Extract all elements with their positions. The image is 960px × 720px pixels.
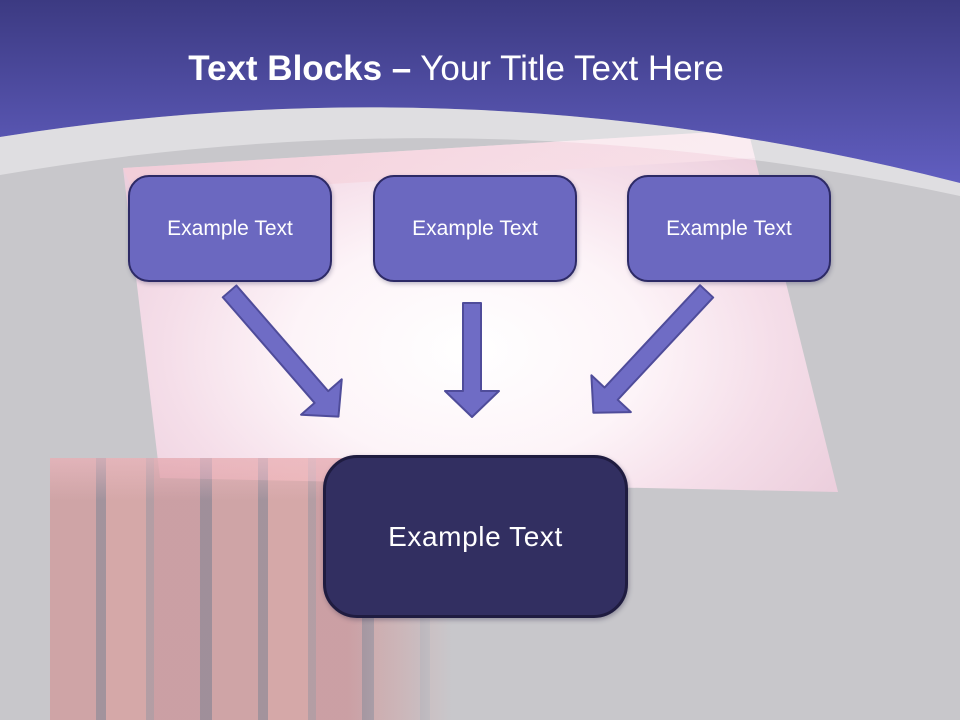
text-block-1: Example Text xyxy=(128,175,332,282)
center-text-block: Example Text xyxy=(323,455,628,618)
text-block-1-label: Example Text xyxy=(167,216,293,240)
text-block-2-label: Example Text xyxy=(412,216,538,240)
text-block-3-label: Example Text xyxy=(666,216,792,240)
header-curve xyxy=(0,0,960,196)
arrow-down-icon xyxy=(444,302,500,418)
text-block-3: Example Text xyxy=(627,175,831,282)
slide-title-emphasis: Text Blocks – xyxy=(188,49,412,88)
slide-title: Text Blocks –Your Title Text Here xyxy=(0,49,912,89)
slide-title-rest: Your Title Text Here xyxy=(420,49,724,88)
arrow-down-right-icon xyxy=(221,284,343,418)
text-block-2: Example Text xyxy=(373,175,577,282)
center-text-block-label: Example Text xyxy=(388,520,563,552)
arrow-down-left-icon xyxy=(590,284,715,414)
